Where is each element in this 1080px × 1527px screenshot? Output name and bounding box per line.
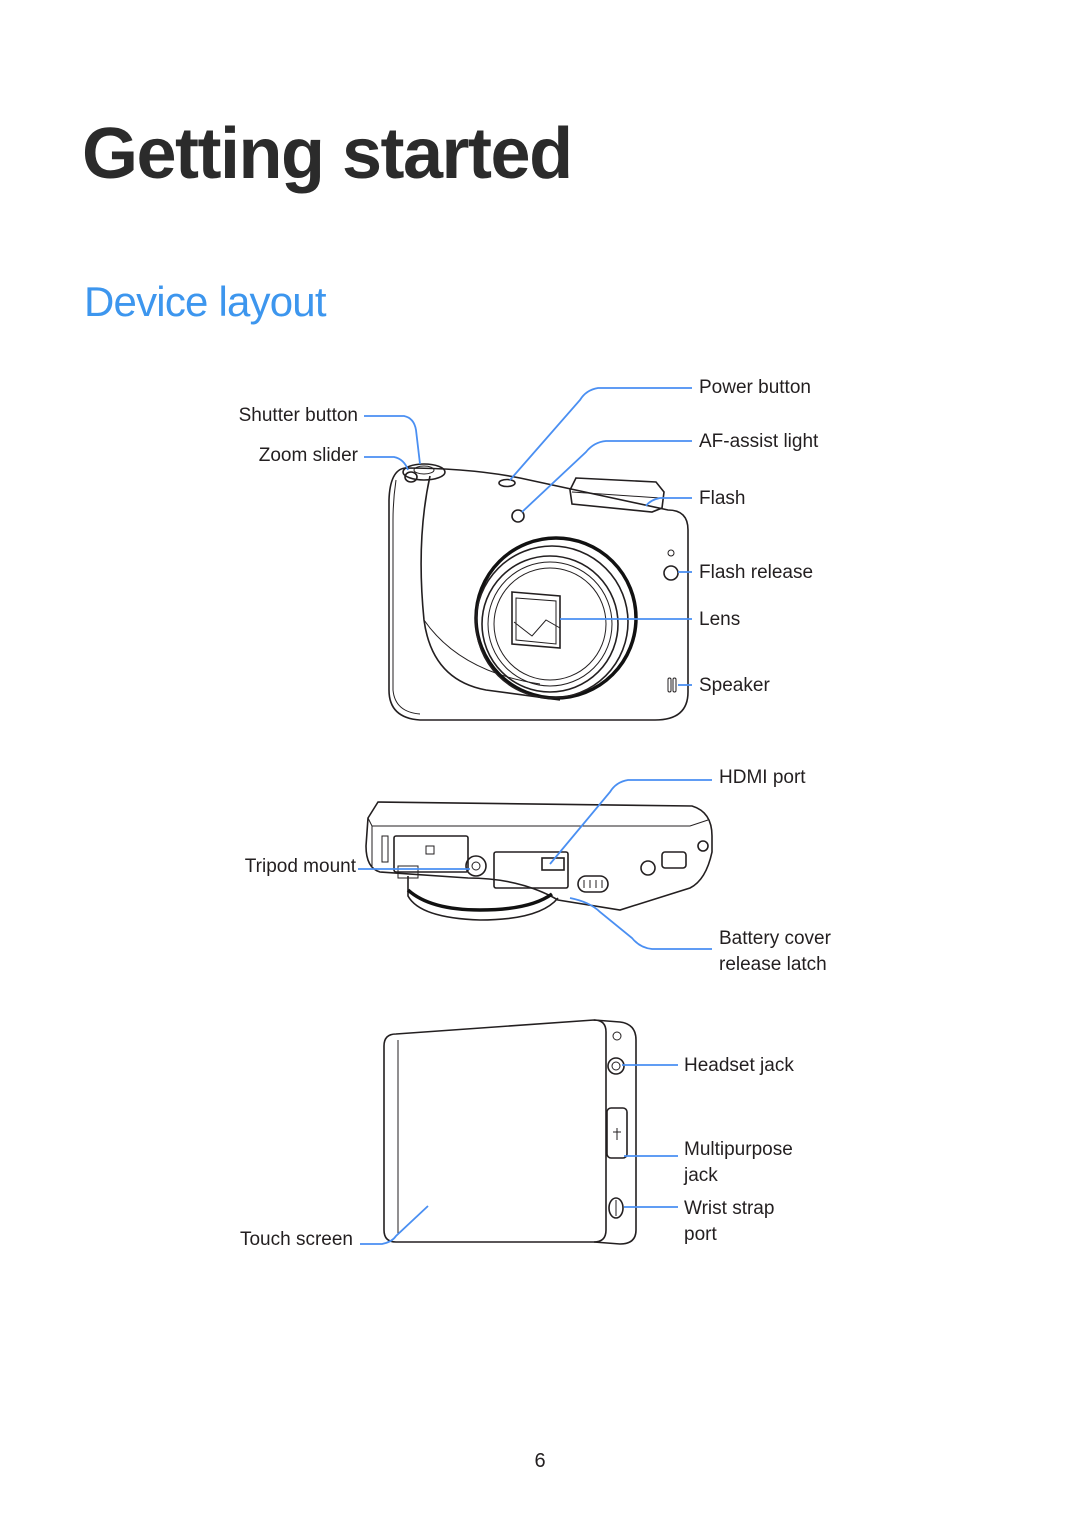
- label-battery-cover-line2: release latch: [719, 954, 827, 975]
- label-flash: Flash: [699, 488, 746, 509]
- label-touch-screen: Touch screen: [239, 1229, 353, 1250]
- page-number: 6: [534, 1450, 546, 1472]
- camera-front-illustration: [388, 463, 689, 721]
- label-wrist-strap-line1: Wrist strap: [684, 1198, 775, 1219]
- label-flash-release: Flash release: [699, 562, 814, 583]
- leader-lines: [358, 387, 712, 1245]
- label-speaker: Speaker: [699, 675, 770, 696]
- camera-side-illustration: [383, 1019, 637, 1245]
- label-af-assist-light: AF-assist light: [699, 431, 819, 452]
- label-power-button: Power button: [699, 377, 811, 398]
- label-zoom-slider: Zoom slider: [258, 445, 358, 466]
- label-hdmi-port: HDMI port: [719, 767, 806, 788]
- label-tripod-mount: Tripod mount: [244, 856, 356, 877]
- label-multipurpose-line2: jack: [684, 1165, 718, 1186]
- section-heading: Device layout: [84, 278, 327, 325]
- label-battery-cover-line1: Battery cover: [719, 928, 831, 949]
- label-shutter-button: Shutter button: [238, 405, 358, 426]
- label-multipurpose-line1: Multipurpose: [684, 1139, 793, 1160]
- camera-bottom-illustration: [365, 801, 713, 921]
- label-lens: Lens: [699, 609, 741, 630]
- label-wrist-strap-line2: port: [684, 1224, 717, 1245]
- label-headset-jack: Headset jack: [684, 1055, 794, 1076]
- page-title: Getting started: [82, 114, 573, 194]
